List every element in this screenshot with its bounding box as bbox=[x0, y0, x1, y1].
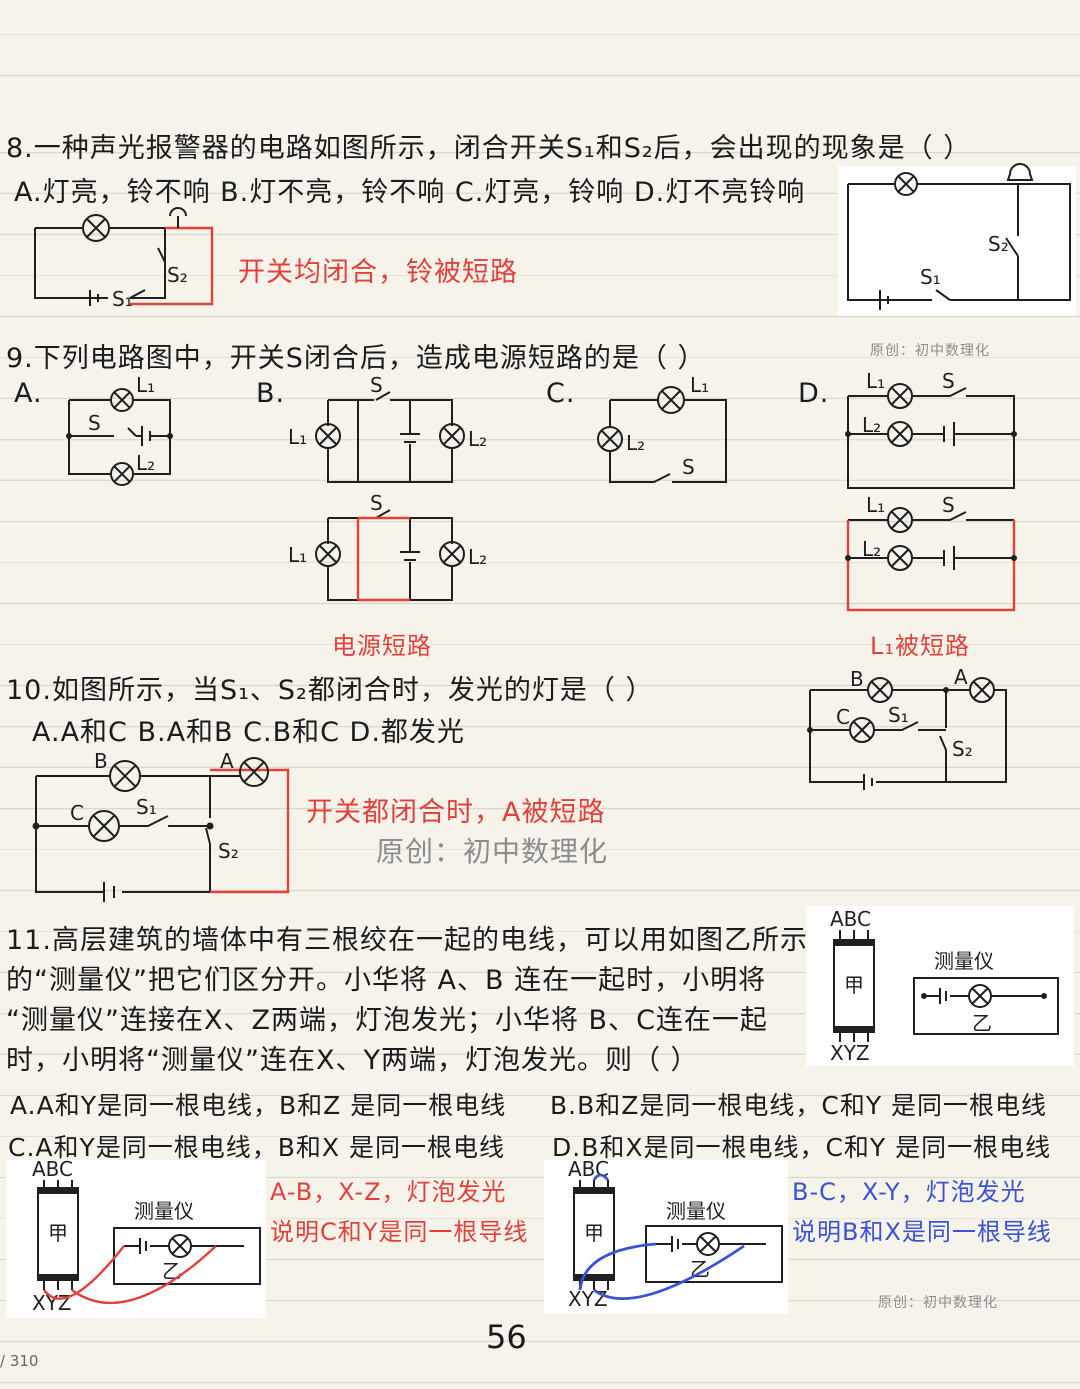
q10-fig-a: A bbox=[954, 665, 968, 689]
q11-blue-drawing: ABC 甲 XYZ 测量仪 乙 bbox=[568, 1157, 783, 1311]
q10-fig-c: C bbox=[836, 705, 850, 729]
q8-hand-s1: S₁ bbox=[112, 287, 133, 311]
q11-fig-jia: 甲 bbox=[844, 973, 864, 997]
q9-d2-l2: L₂ bbox=[862, 537, 881, 561]
q9-note-d: L₁被短路 bbox=[870, 632, 970, 660]
q11-blue-meter: 测量仪 bbox=[666, 1199, 726, 1223]
q10-hand-a: A bbox=[220, 749, 234, 773]
q11-option-b: B.B和Z是同一根电线，C和Y 是同一根电线 bbox=[550, 1091, 1048, 1120]
q9-circuit-d-annotated: L₁ L₂ S bbox=[845, 493, 1017, 612]
q11-red-meter: 测量仪 bbox=[134, 1199, 194, 1223]
q10-hand-s2: S₂ bbox=[218, 839, 239, 863]
q9-circuit-b: L₁ L₂ S bbox=[288, 373, 487, 483]
q11-figure: ABC 甲 XYZ 测量仪 乙 bbox=[806, 906, 1074, 1066]
q9-circuit-a: L₁ L₂ S bbox=[66, 373, 173, 486]
q11-option-a: A.A和Y是同一根电线，B和Z 是同一根电线 bbox=[10, 1091, 507, 1120]
q9-option-b-label: B. bbox=[256, 378, 286, 409]
q8-credit: 原创：初中数理化 bbox=[870, 343, 990, 359]
q10-hand-s1: S₁ bbox=[136, 795, 157, 819]
q11-blue-bottom-labels: XYZ bbox=[568, 1287, 608, 1311]
q9-d2-l1: L₁ bbox=[866, 493, 885, 517]
q11-stem-line-3: “测量仪”连接在X、Z两端，灯泡发光；小华将 B、C连在一起 bbox=[6, 1005, 768, 1036]
q10-fig-s1: S₁ bbox=[888, 703, 909, 727]
q11-red-note-2: 说明C和Y是同一根导线 bbox=[270, 1218, 529, 1246]
q11-stem-line-1: 11.高层建筑的墙体中有三根绞在一起的电线，可以用如图乙所示 bbox=[6, 925, 808, 956]
q9-option-a-label: A. bbox=[14, 378, 43, 409]
q11-fig-meter: 测量仪 bbox=[934, 949, 994, 973]
q11-red-bottom-labels: XYZ bbox=[32, 1291, 72, 1315]
q9-option-c-label: C. bbox=[546, 378, 576, 409]
q11-fig-yi: 乙 bbox=[972, 1011, 992, 1035]
q9-circuit-b-annotated: L₁ L₂ S bbox=[288, 491, 487, 602]
q11-credit: 原创：初中数理化 bbox=[878, 1295, 998, 1311]
q10-fig-s2: S₂ bbox=[952, 737, 973, 761]
q10-options: A.A和C B.A和B C.B和C D.都发光 bbox=[32, 717, 465, 748]
q9-b2-l1: L₁ bbox=[288, 543, 307, 567]
q9-d-l1: L₁ bbox=[866, 369, 885, 393]
q9-d2-s: S bbox=[942, 493, 955, 517]
q11-red-top-labels: ABC bbox=[32, 1157, 73, 1181]
q11-red-note-1: A-B，X-Z，灯泡发光 bbox=[270, 1178, 507, 1206]
q8-options: A.灯亮，铃不响 B.灯不亮，铃不响 C.灯亮，铃响 D.灯不亮铃响 bbox=[14, 177, 806, 208]
q10-note: 开关都闭合时，A被短路 bbox=[306, 797, 606, 828]
q11-red-yi: 乙 bbox=[162, 1259, 182, 1283]
q11-fig-top-labels: ABC bbox=[830, 907, 871, 931]
q9-b2-s: S bbox=[370, 491, 383, 515]
q11-blue-top-labels: ABC bbox=[568, 1157, 609, 1181]
q11-blue-note-1: B-C，X-Y，灯泡发光 bbox=[792, 1178, 1026, 1206]
q9-stem: 9.下列电路图中，开关S闭合后，造成电源短路的是（ ） bbox=[6, 343, 706, 374]
q11-red-drawing: ABC 甲 XYZ 测量仪 乙 bbox=[32, 1157, 261, 1315]
q10-hand-circuit: B A C S₁ S₂ bbox=[32, 749, 290, 902]
q11-blue-jia: 甲 bbox=[584, 1221, 604, 1245]
page-number: 56 bbox=[486, 1318, 527, 1356]
q8-hand-diagram: S₂ S₁ bbox=[34, 207, 214, 311]
q9-b-l2: L₂ bbox=[468, 427, 487, 451]
q11-red-figure: ABC 甲 XYZ 测量仪 乙 bbox=[6, 1157, 266, 1318]
q10-hand-b: B bbox=[94, 749, 108, 773]
q10-stem: 10.如图所示，当S₁、S₂都闭合时，发光的灯是（ ） bbox=[6, 675, 654, 706]
q9-a-l2: L₂ bbox=[136, 451, 155, 475]
q8-hand-s2: S₂ bbox=[167, 263, 188, 287]
q9-c-s: S bbox=[682, 455, 695, 479]
q11-figure-drawing: ABC 甲 XYZ 测量仪 乙 bbox=[830, 907, 1059, 1065]
q8-note: 开关均闭合，铃被短路 bbox=[238, 257, 518, 288]
q9-circuit-d: L₁ L₂ S bbox=[845, 369, 1017, 489]
q9-d-s: S bbox=[942, 369, 955, 393]
q11-blue-figure: ABC 甲 XYZ 测量仪 乙 bbox=[544, 1157, 788, 1314]
page-counter: / 310 bbox=[0, 1352, 39, 1370]
q9-c-l1: L₁ bbox=[690, 373, 709, 397]
q8-figure-circuit: S₂ S₁ bbox=[847, 163, 1071, 310]
q9-d-l2: L₂ bbox=[862, 413, 881, 437]
q11-blue-note-2: 说明B和X是同一根导线 bbox=[792, 1218, 1052, 1246]
q9-option-d-label: D. bbox=[798, 378, 830, 409]
q8-figure: S₂ S₁ bbox=[838, 163, 1076, 316]
q8-figure-s2: S₂ bbox=[988, 232, 1009, 256]
q9-c-l2: L₂ bbox=[626, 431, 645, 455]
q11-stem-line-2: 的“测量仪”把它们区分开。小华将 A、B 连在一起时，小明将 bbox=[6, 965, 767, 996]
q10-figure-circuit: B A C S₁ S₂ bbox=[807, 665, 1007, 790]
q11-option-c: C.A和Y是同一根电线，B和X 是同一根电线 bbox=[8, 1133, 506, 1162]
q9-a-l1: L₁ bbox=[136, 373, 155, 397]
q9-b-l1: L₁ bbox=[288, 425, 307, 449]
q10-fig-b: B bbox=[850, 667, 864, 691]
q10-hand-c: C bbox=[70, 801, 84, 825]
q9-circuit-c: L₁ L₂ S bbox=[597, 373, 727, 483]
q11-stem-line-4: 时，小明将“测量仪”连在X、Y两端，灯泡发光。则（ ） bbox=[6, 1045, 699, 1076]
q8-stem: 8.一种声光报警器的电路如图所示，闭合开关S₁和S₂后，会出现的现象是（ ） bbox=[6, 133, 972, 164]
q11-red-jia: 甲 bbox=[48, 1221, 68, 1245]
q9-b-s: S bbox=[370, 373, 383, 397]
q9-a-s: S bbox=[88, 411, 101, 435]
q9-b2-l2: L₂ bbox=[468, 545, 487, 569]
q11-fig-bottom-labels: XYZ bbox=[830, 1041, 870, 1065]
q10-watermark: 原创：初中数理化 bbox=[376, 835, 609, 868]
q8-figure-s1: S₁ bbox=[920, 265, 941, 289]
q9-note-b: 电源短路 bbox=[332, 632, 432, 660]
q11-option-d: D.B和X是同一根电线，C和Y 是同一根电线 bbox=[552, 1133, 1052, 1162]
